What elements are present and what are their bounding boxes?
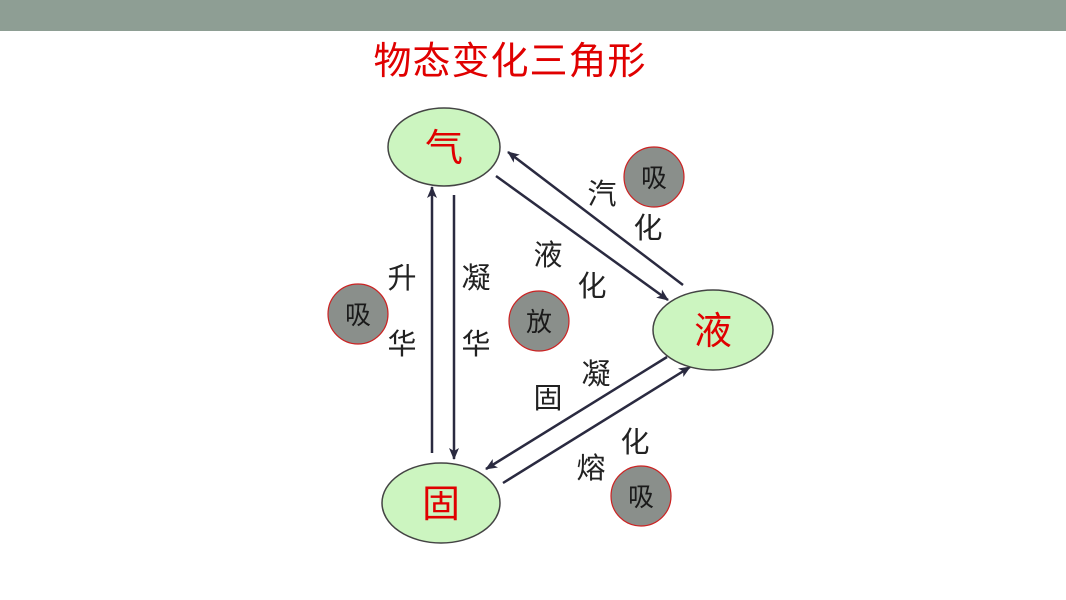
state-liquid-label: 液: [694, 309, 732, 353]
state-solid: 固: [381, 462, 501, 544]
heat-badge-melting: 吸: [610, 465, 672, 527]
process-label-vaporization-char: 汽: [587, 177, 616, 211]
process-label-sublimation-char: 华: [387, 327, 416, 361]
arrow-freezing: [485, 355, 668, 471]
arrow-vaporization: [507, 151, 684, 286]
state-gas: 气: [387, 107, 501, 187]
process-label-melting: 熔化: [576, 425, 649, 485]
heat-absorb-label: 吸: [345, 301, 371, 331]
process-label-liquefaction: 液化: [533, 238, 606, 303]
process-label-deposition: 凝华: [461, 261, 490, 361]
state-liquid: 液: [652, 289, 774, 371]
process-label-freezing: 凝固: [533, 357, 610, 415]
process-label-vaporization: 汽化: [587, 177, 662, 245]
process-label-deposition-char: 凝: [461, 261, 490, 295]
process-label-sublimation-char: 升: [387, 261, 416, 295]
heat-badge-liquefaction: 放: [508, 290, 570, 352]
heat-badge-sublimation: 吸: [327, 283, 389, 345]
process-label-liquefaction-char: 化: [577, 269, 606, 303]
arrow-liquefaction: [495, 174, 669, 302]
page-title: 物态变化三角形: [373, 39, 647, 83]
process-label-melting-char: 熔: [576, 451, 605, 485]
top-bar: [0, 0, 1066, 31]
process-label-liquefaction-char: 液: [533, 238, 562, 272]
process-label-melting-char: 化: [620, 425, 649, 459]
state-solid-label: 固: [422, 482, 460, 526]
heat-badge-vaporization: 吸: [623, 146, 685, 208]
state-gas-label: 气: [425, 126, 463, 170]
process-label-freezing-char: 凝: [581, 357, 610, 391]
heat-release-label: 放: [526, 308, 552, 338]
process-label-deposition-char: 华: [461, 327, 490, 361]
heat-absorb-label: 吸: [641, 164, 667, 194]
process-label-sublimation: 升华: [387, 261, 416, 361]
heat-absorb-label: 吸: [628, 483, 654, 513]
arrow-melting: [502, 365, 691, 485]
process-label-vaporization-char: 化: [633, 211, 662, 245]
process-label-freezing-char: 固: [533, 381, 562, 415]
